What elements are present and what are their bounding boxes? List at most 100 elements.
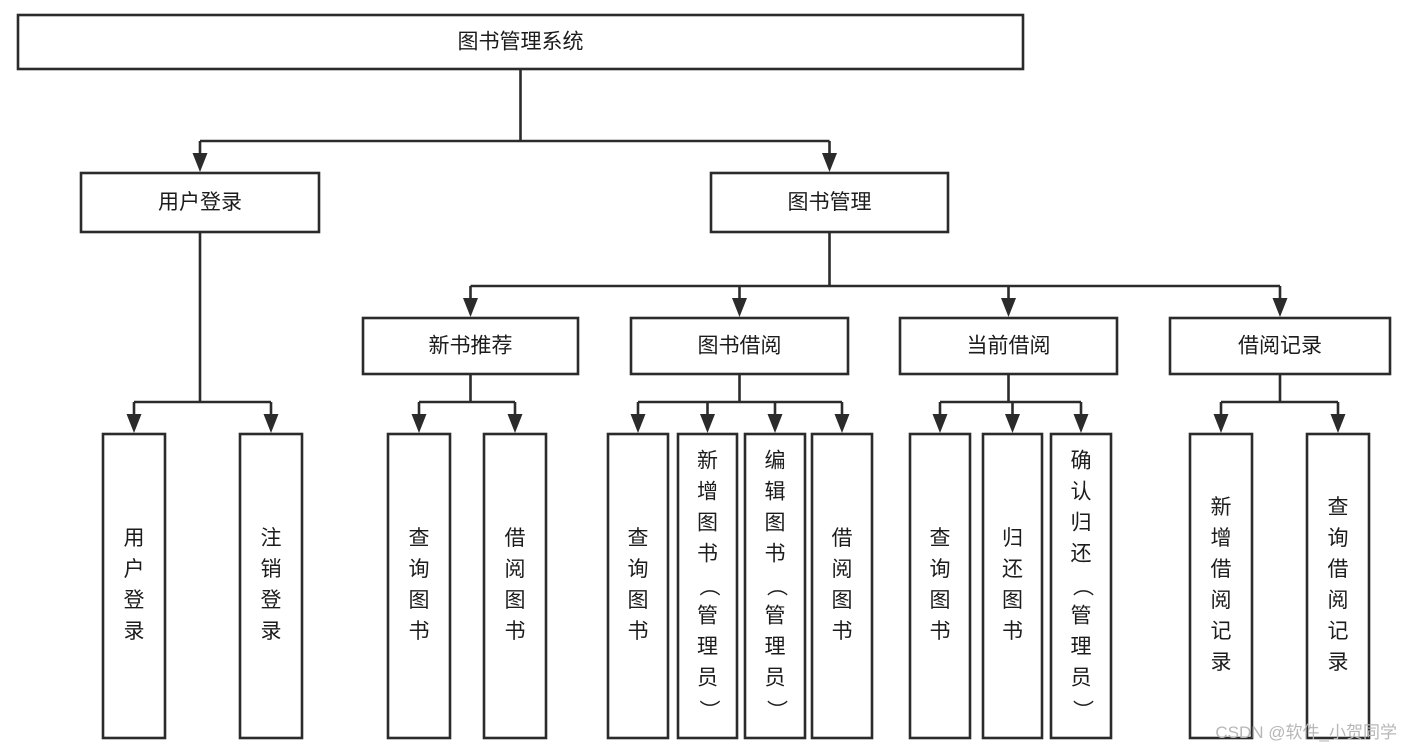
node-root[interactable]: 图书管理系统 <box>16 13 1025 71</box>
arrow-head <box>263 414 279 433</box>
arrow-head <box>1330 414 1346 433</box>
node-label: 用户登录 <box>124 527 145 643</box>
svg-text:增: 增 <box>1211 527 1232 550</box>
node-box[interactable] <box>629 316 850 376</box>
svg-text:图: 图 <box>409 589 430 612</box>
connector-layer <box>126 69 1346 433</box>
svg-text:图: 图 <box>1002 589 1023 612</box>
svg-text:登: 登 <box>261 589 282 612</box>
svg-text:）: ） <box>764 700 787 721</box>
node-box[interactable] <box>1168 316 1392 376</box>
node-box[interactable] <box>743 432 807 740</box>
svg-text:管: 管 <box>1071 605 1092 628</box>
node-box[interactable] <box>16 13 1025 71</box>
svg-text:）: ） <box>1070 700 1093 721</box>
node-l2-a[interactable]: 新书推荐 <box>361 316 580 376</box>
node-l1-a[interactable]: 用户登录 <box>79 171 321 234</box>
svg-text:记: 记 <box>1328 620 1349 643</box>
node-l2-c[interactable]: 当前借阅 <box>898 316 1119 376</box>
arrow-head <box>1005 414 1020 433</box>
node-box[interactable] <box>810 432 874 740</box>
svg-text:图: 图 <box>697 512 718 535</box>
node-l2-d[interactable]: 借阅记录 <box>1168 316 1392 376</box>
node-box[interactable] <box>1305 432 1371 740</box>
node-box[interactable] <box>709 171 950 234</box>
node-box[interactable] <box>386 432 452 740</box>
arrow-head <box>411 414 427 433</box>
svg-text:还: 还 <box>1071 543 1092 566</box>
node-label: 新书推荐 <box>429 335 513 358</box>
node-label: 图书管理系统 <box>458 31 584 54</box>
svg-text:图: 图 <box>930 589 951 612</box>
node-box[interactable] <box>238 432 304 740</box>
node-box[interactable] <box>482 432 548 740</box>
svg-text:管: 管 <box>765 605 786 628</box>
arrow-head <box>192 153 208 172</box>
node-layer: 图书管理系统用户登录图书管理新书推荐图书借阅当前借阅借阅记录用户登录注销登录查询… <box>16 13 1392 740</box>
svg-text:图: 图 <box>832 589 853 612</box>
node-box[interactable] <box>676 432 739 740</box>
svg-text:增: 增 <box>697 481 718 504</box>
svg-text:借: 借 <box>505 527 526 550</box>
svg-text:录: 录 <box>1328 651 1349 674</box>
arrow-head <box>822 153 837 172</box>
svg-text:登: 登 <box>124 589 145 612</box>
svg-text:书: 书 <box>697 543 718 566</box>
svg-text:借: 借 <box>1211 558 1232 581</box>
svg-text:书: 书 <box>765 543 786 566</box>
edge-group-root <box>192 69 837 172</box>
node-box[interactable] <box>79 171 321 234</box>
node-box[interactable] <box>981 432 1044 740</box>
svg-text:销: 销 <box>261 558 282 581</box>
arrow-head <box>767 414 783 433</box>
svg-text:归: 归 <box>1071 512 1092 535</box>
node-box[interactable] <box>898 316 1119 376</box>
node-box[interactable] <box>908 432 972 740</box>
node-box[interactable] <box>1188 432 1254 740</box>
svg-text:书: 书 <box>628 620 649 643</box>
svg-text:阅: 阅 <box>1211 589 1232 612</box>
node-l2-b[interactable]: 图书借阅 <box>629 316 850 376</box>
node-box[interactable] <box>101 432 167 740</box>
edge-group-l1-a <box>126 232 279 433</box>
node-label: 图书借阅 <box>698 335 782 358</box>
svg-text:录: 录 <box>1211 651 1232 674</box>
edge-group-l2-a <box>411 374 523 433</box>
node-l1-b[interactable]: 图书管理 <box>709 171 950 234</box>
svg-text:新: 新 <box>697 450 718 473</box>
svg-text:图: 图 <box>505 589 526 612</box>
node-box[interactable] <box>361 316 580 376</box>
svg-text:录: 录 <box>261 620 282 643</box>
svg-text:员: 员 <box>1071 667 1092 690</box>
svg-text:辑: 辑 <box>765 481 786 504</box>
svg-text:新: 新 <box>1211 496 1232 519</box>
node-box[interactable] <box>1049 432 1113 740</box>
svg-text:认: 认 <box>1071 481 1092 504</box>
node-label: 借阅记录 <box>1238 335 1322 358</box>
node-label: 当前借阅 <box>967 335 1051 358</box>
node-box[interactable] <box>606 432 670 740</box>
svg-text:阅: 阅 <box>1328 589 1349 612</box>
arrow-head <box>1001 298 1016 317</box>
node-leaf-1[interactable]: 用户登录 <box>101 432 167 740</box>
